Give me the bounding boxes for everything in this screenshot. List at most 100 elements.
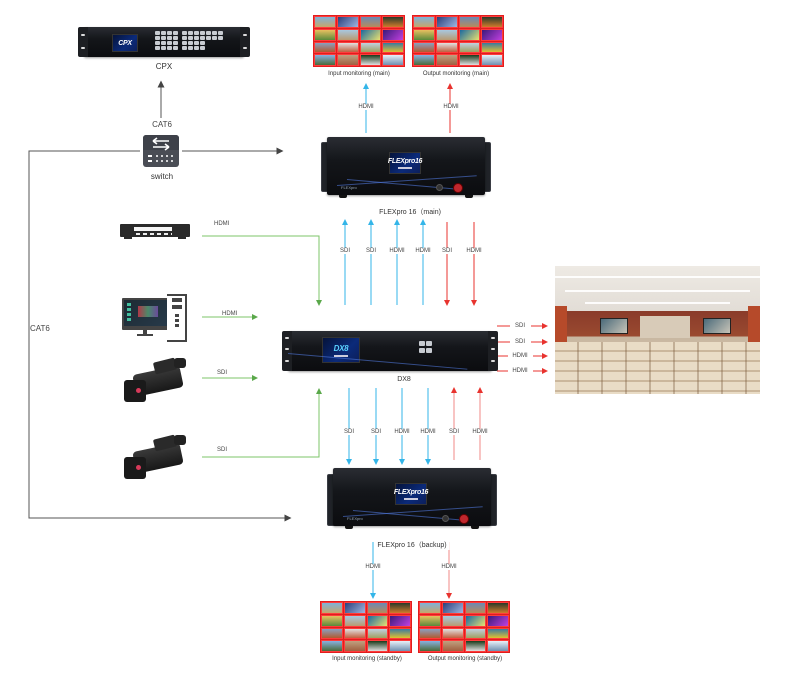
link-label: HDMI [420,429,436,435]
link-label: SDI [448,429,460,435]
monitor-thumbnail [413,28,435,41]
monitor-thumbnail [441,614,464,627]
monitor-thumbnail [435,41,458,54]
monitor-thumbnail [336,54,359,66]
set-top-box-icon [120,224,190,242]
monitor-thumbnail [359,16,382,28]
monitor-thumbnail [389,602,411,614]
flexpro-main-screen: FLEXpro16 [388,152,422,174]
dx8-buttons [419,341,432,353]
hdmi-label-main-output-mon: HDMI [443,104,459,110]
flexpro-main-brand: FLEXpro [341,185,357,190]
monitor-thumbnail [321,640,343,652]
monitor-thumbnail [413,41,435,54]
link-label: SDI [365,248,377,254]
cpx-label: CPX [155,62,173,71]
monitor-thumbnail [481,54,503,66]
input-monitor-main-label: Input monitoring (main) [328,71,390,77]
link-label: HDMI [466,248,482,254]
monitor-thumbnail [314,28,336,41]
link-label: SDI [343,429,355,435]
monitor-thumbnail [366,640,389,652]
monitor-thumbnail [389,614,411,627]
output-label: HDMI [512,353,528,359]
monitor-thumbnail [441,640,464,652]
monitor-thumbnail [464,602,487,614]
monitor-thumbnail [343,627,366,640]
input-monitor-standby-label: Input monitoring (standby) [332,656,402,662]
hdmi-label-pc: HDMI [222,311,238,317]
cpx-button-grid [155,31,178,50]
sdi-cam2-to-dx8 [202,388,322,458]
conference-room-photo [555,266,760,394]
monitor-thumbnail [389,640,411,652]
monitor-thumbnail [487,627,509,640]
hdmi-stb-to-dx8 [202,235,322,306]
monitor-thumbnail [366,602,389,614]
output-label: HDMI [512,368,528,374]
sdi-label-cam2: SDI [217,447,228,453]
monitor-thumbnail [487,640,509,652]
cat6-label-top: CAT6 [152,120,172,129]
flexpro-backup-knob [442,515,449,522]
link-label: SDI [441,248,453,254]
monitor-thumbnail [464,640,487,652]
switch-label: switch [150,172,174,181]
cpx-controller: CPX [78,27,250,57]
power-button-icon [459,514,469,524]
dx8-label: DX8 [397,376,411,383]
monitor-thumbnail [343,640,366,652]
monitor-thumbnail [458,28,481,41]
monitor-thumbnail [343,602,366,614]
link-label: HDMI [472,429,488,435]
dx8-chassis: DX8 [282,331,498,371]
monitor-thumbnail [321,602,343,614]
monitor-thumbnail [366,627,389,640]
monitor-thumbnail [382,28,404,41]
monitor-thumbnail [413,16,435,28]
output-label: SDI [514,339,526,345]
monitor-thumbnail [464,614,487,627]
link-label: SDI [339,248,351,254]
network-switch-icon [143,135,179,167]
output-monitor-wall-main [412,15,504,67]
link-label: HDMI [389,248,405,254]
monitor-thumbnail [389,627,411,640]
monitor-thumbnail [464,627,487,640]
monitor-thumbnail [382,16,404,28]
monitor-thumbnail [382,54,404,66]
hdmi-label-backup-output-mon: HDMI [441,564,457,570]
monitor-thumbnail [336,16,359,28]
sdi-label-cam1: SDI [217,370,228,376]
flexpro-main-knob [436,184,443,191]
cpx-button-grid-3 [206,31,223,40]
hdmi-label-backup-input-mon: HDMI [365,564,381,570]
video-camera-icon-2 [124,434,196,483]
monitor-thumbnail [435,54,458,66]
hdmi-label-main-input-mon: HDMI [358,104,374,110]
monitor-thumbnail [321,614,343,627]
monitor-thumbnail [487,614,509,627]
output-monitor-standby-label: Output monitoring (standby) [427,656,503,662]
power-button-icon [453,183,463,193]
flexpro-backup-chassis: FLEXpro16 FLEXpro [333,468,491,529]
link-label: HDMI [415,248,431,254]
input-monitor-wall-main [313,15,405,67]
video-camera-icon-1 [124,357,196,406]
flexpro-backup-screen: FLEXpro16 [394,483,428,505]
output-label: SDI [514,323,526,329]
cat6-label-left: CAT6 [30,324,50,333]
monitor-thumbnail [481,28,503,41]
cat6-loop-line [28,150,292,522]
monitor-thumbnail [441,627,464,640]
link-label: SDI [370,429,382,435]
monitor-thumbnail [419,602,441,614]
monitor-thumbnail [359,28,382,41]
output-monitor-main-label: Output monitoring (main) [422,71,490,77]
monitor-thumbnail [321,627,343,640]
monitor-thumbnail [359,41,382,54]
desktop-pc-icon [122,294,188,342]
monitor-thumbnail [419,640,441,652]
monitor-thumbnail [336,41,359,54]
